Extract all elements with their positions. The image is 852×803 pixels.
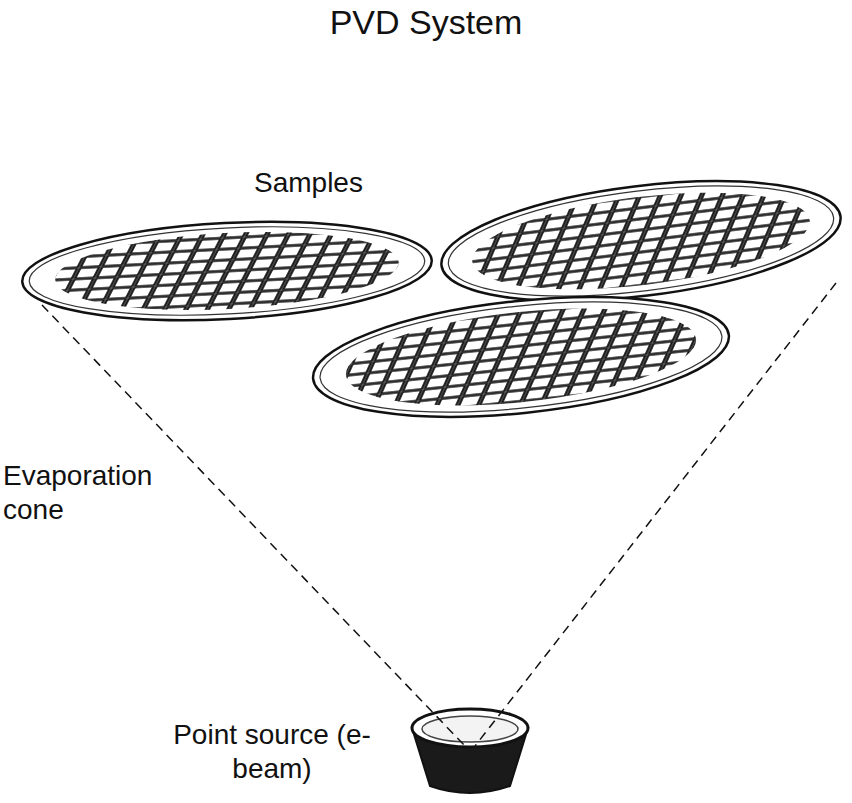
wafer-sample [435, 162, 847, 320]
wafer-sample [20, 212, 434, 329]
source-label: Point source (e-beam) [167, 718, 377, 785]
cone-line [42, 305, 465, 746]
samples-label: Samples [254, 166, 414, 200]
wafer-sample [307, 279, 734, 434]
crucible-source [412, 709, 528, 793]
diagram-title: PVD System [226, 2, 626, 43]
cone-line [475, 283, 836, 746]
cone-label: Evaporation cone [3, 459, 188, 526]
